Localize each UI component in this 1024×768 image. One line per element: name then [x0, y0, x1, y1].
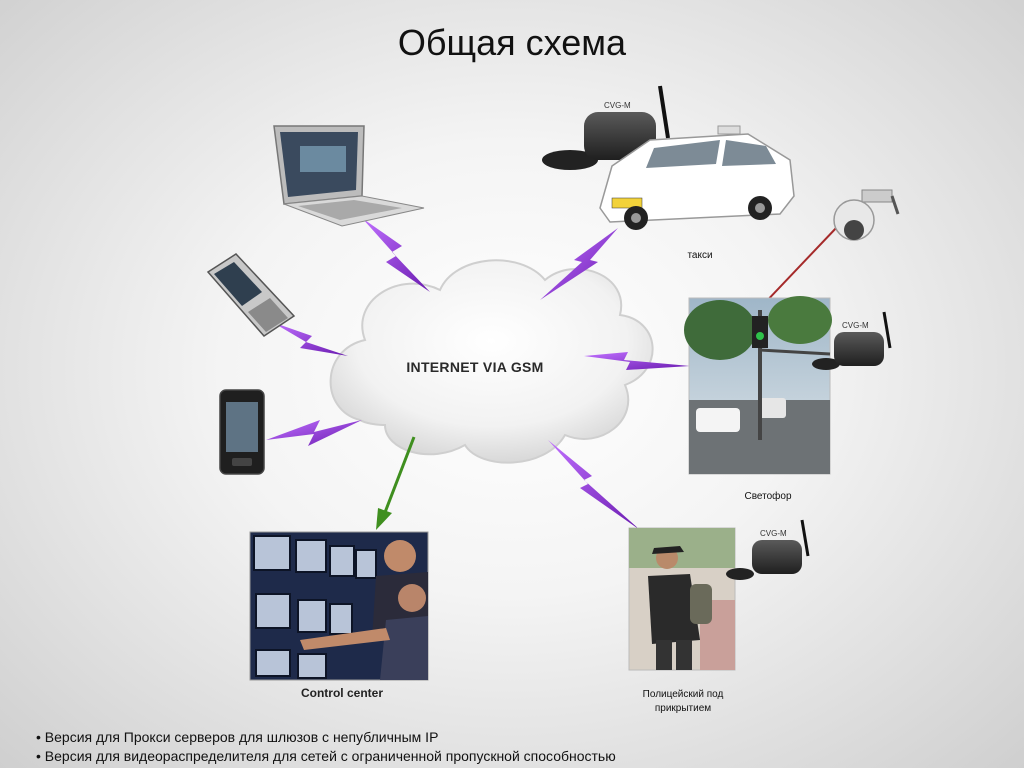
handheld-device-illustration: [219, 389, 265, 475]
cloud-label: INTERNET VIA GSM: [406, 359, 543, 375]
camera-link-line: [759, 225, 839, 309]
note-item: • Версия для Прокси серверов для шлюзов …: [36, 729, 439, 745]
taxi-device-tag: CVG-M: [604, 101, 631, 110]
taxi-illustration: CVG-M такси: [542, 85, 795, 261]
control-center-arrow: [376, 436, 416, 530]
traffic-light-illustration: CVG-M Светофор: [684, 296, 892, 502]
notes-list: • Версия для Прокси серверов для шлюзов …: [36, 728, 996, 766]
police-officer-illustration: CVG-M Полицейский под прикрытием: [628, 519, 810, 714]
slide-title: Общая схема: [397, 22, 627, 63]
lightning-bolt-police: [548, 440, 640, 530]
control-center-caption: Control center: [301, 686, 383, 700]
lightning-bolt-phone: [272, 322, 348, 356]
laptop-illustration: [273, 125, 425, 227]
lightning-bolt-taxi: [540, 228, 618, 300]
police-caption-line2: прикрытием: [655, 703, 711, 714]
note-item: • Версия для видеораспределителя для сет…: [36, 748, 616, 764]
traffic-light-caption: Светофор: [744, 490, 791, 502]
lightning-bolt-traffic-light: [584, 352, 690, 370]
lightning-links: [266, 218, 690, 530]
police-caption-line1: Полицейский под: [643, 689, 724, 700]
lightning-bolt-laptop: [362, 218, 430, 292]
taxi-caption: такси: [687, 250, 712, 261]
police-device-tag: CVG-M: [760, 529, 787, 538]
internet-cloud: INTERNET VIA GSM: [329, 259, 654, 464]
mobile-phone-illustration: [206, 253, 296, 337]
lightning-bolt-handheld: [266, 420, 362, 446]
control-center-illustration: Control center: [249, 531, 429, 700]
dome-camera-illustration: [833, 189, 900, 241]
traffic-light-device-tag: CVG-M: [842, 321, 869, 330]
